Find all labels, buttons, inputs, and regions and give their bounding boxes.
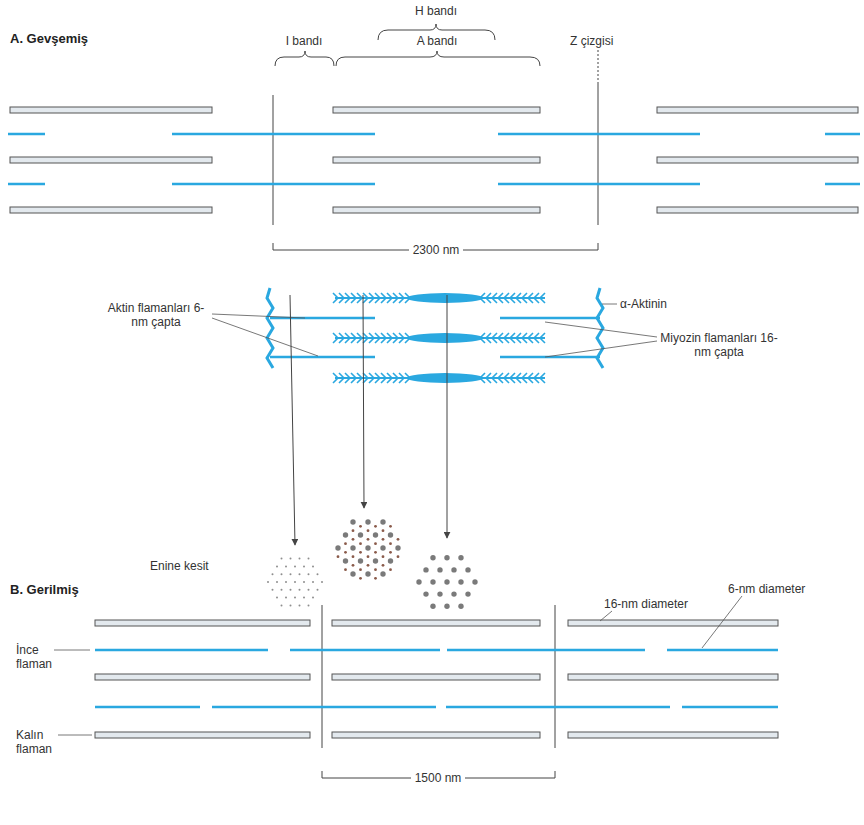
filament-label: Miyozin flamanları 16-nm çapta — [658, 331, 780, 359]
actin-filament — [270, 318, 600, 357]
band-brace — [275, 24, 540, 66]
band-name: A bandı — [417, 34, 458, 48]
stretched-filaments — [95, 605, 778, 748]
panel-heading: B. Gerilmiş — [10, 583, 79, 597]
filament-label: İnce flaman — [16, 643, 60, 671]
protein-label: α-Aktinin — [620, 297, 667, 311]
section-label: Enine kesit — [150, 559, 209, 573]
diameter-label: 6-nm diameter — [728, 582, 805, 596]
panel-heading: A. Gevşemiş — [10, 32, 88, 46]
section-arrow — [290, 295, 447, 545]
dimension-label: 2300 nm — [409, 243, 464, 257]
dimension-label: 1500 nm — [411, 771, 466, 785]
filament-label: Kalın flaman — [16, 728, 60, 756]
band-name: H bandı — [415, 4, 457, 18]
cross-section — [267, 519, 478, 609]
z-line-dashed — [598, 50, 599, 82]
filament-label: Aktin flamanları 6-nm çapta — [100, 301, 212, 329]
band-name: I bandı — [286, 34, 323, 48]
relaxed-filaments — [8, 82, 860, 225]
line-name: Z çizgisi — [570, 34, 613, 48]
leader-line — [212, 304, 657, 357]
myosin-filament — [333, 293, 545, 383]
diameter-label: 16-nm diameter — [604, 597, 688, 611]
leader-line — [54, 596, 742, 735]
